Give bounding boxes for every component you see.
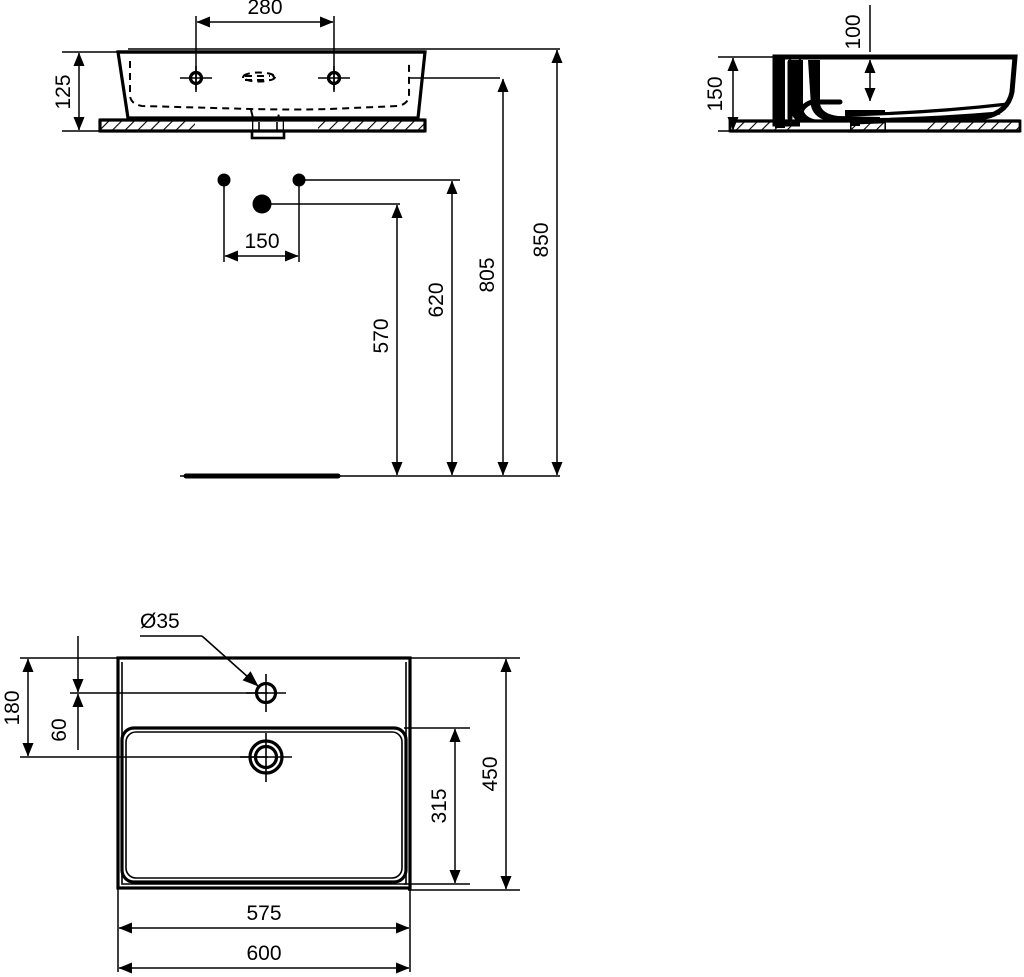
dimension-label-280: 280 bbox=[247, 0, 282, 19]
side-elevation-view: 150 100 bbox=[704, 5, 1022, 133]
dimension-label-570: 570 bbox=[370, 318, 393, 353]
dimension-side-150: 150 bbox=[704, 56, 790, 132]
basin-front-body-outline bbox=[116, 50, 427, 120]
dimension-850: 850 bbox=[530, 49, 563, 476]
dimension-620: 620 bbox=[425, 180, 458, 476]
support-slab bbox=[98, 118, 427, 140]
front-elevation-view: 280 125 bbox=[52, 0, 560, 140]
basin-front-bowl-hidden-edge bbox=[129, 61, 410, 111]
dimension-180: 180 bbox=[1, 658, 34, 757]
side-bowl-wall-fill bbox=[808, 60, 880, 122]
callout-diameter-35: Ø35 bbox=[140, 610, 259, 687]
overflow-slot-hidden bbox=[242, 74, 275, 81]
dimension-100: 100 bbox=[842, 5, 876, 102]
dimension-label-side-150: 150 bbox=[704, 76, 727, 111]
waste-point bbox=[252, 194, 272, 214]
side-bowl-floor-line bbox=[844, 102, 1009, 117]
dimension-125: 125 bbox=[52, 51, 172, 132]
plan-bowl-inner-offset bbox=[125, 731, 403, 879]
dimension-label-125: 125 bbox=[52, 74, 75, 109]
plan-bowl-outline bbox=[120, 726, 408, 884]
dimension-label-850: 850 bbox=[530, 222, 553, 257]
waste-cut-out bbox=[250, 118, 286, 140]
dimension-570: 570 bbox=[370, 204, 403, 476]
callout-label-diameter-35: Ø35 bbox=[140, 610, 180, 633]
dimension-label-100: 100 bbox=[842, 14, 865, 49]
side-slab-gap-left bbox=[800, 122, 850, 130]
dimension-label-575: 575 bbox=[246, 902, 281, 925]
slab-gap-right bbox=[284, 121, 318, 130]
plan-outer-outline bbox=[116, 656, 412, 890]
dimension-label-620: 620 bbox=[425, 282, 448, 317]
dimension-label-180: 180 bbox=[1, 690, 24, 725]
slab-gap-left bbox=[195, 121, 252, 130]
side-support-slab bbox=[728, 119, 1022, 133]
supply-point-left bbox=[217, 173, 231, 187]
installation-heights-view: 150 570 620 805 850 bbox=[180, 49, 563, 479]
dimension-600: 600 bbox=[118, 942, 410, 974]
dimension-280: 280 bbox=[195, 0, 335, 92]
side-slab-gap-right bbox=[886, 122, 926, 130]
dimension-label-install-150: 150 bbox=[244, 230, 279, 253]
dimension-805: 805 bbox=[476, 78, 509, 476]
dimension-label-315: 315 bbox=[428, 788, 451, 823]
dimension-450: 450 bbox=[479, 658, 512, 890]
dimension-label-805: 805 bbox=[476, 257, 499, 292]
plan-view: Ø35 180 60 315 450 bbox=[1, 610, 520, 974]
waste-outlet-hidden bbox=[250, 109, 281, 123]
dimension-install-150: 150 bbox=[224, 230, 299, 262]
dimension-315: 315 bbox=[428, 728, 461, 884]
callout-leader-line bbox=[201, 635, 259, 687]
dimension-label-60: 60 bbox=[48, 718, 71, 741]
overflow-slot-ellipse-hidden bbox=[242, 71, 276, 83]
dimension-60: 60 bbox=[48, 636, 84, 750]
side-waste-boss bbox=[845, 110, 885, 114]
side-back-wall bbox=[775, 57, 785, 128]
dimension-label-600: 600 bbox=[246, 942, 281, 965]
dimension-label-450: 450 bbox=[479, 756, 502, 791]
dimension-575: 575 bbox=[118, 902, 410, 934]
